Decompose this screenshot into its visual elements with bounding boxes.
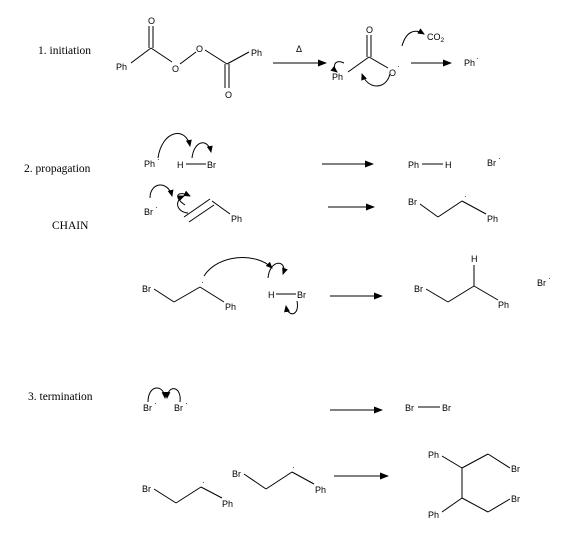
curved-arrow <box>164 388 181 403</box>
br-label: Br <box>144 207 153 217</box>
ph-label: Ph <box>144 159 155 169</box>
ph-label: Ph <box>315 485 326 495</box>
o-label: O <box>172 64 179 74</box>
br-label: Br <box>143 403 152 413</box>
br-label: Br <box>511 494 520 504</box>
radical-dot: · <box>292 463 295 472</box>
radical-dot: · <box>202 478 205 487</box>
radical-dot: · <box>397 62 400 71</box>
ph-label: Ph <box>498 300 509 310</box>
curved-arrow <box>147 387 168 403</box>
radical-dot: · <box>155 203 158 212</box>
radical-dot: · <box>157 155 160 164</box>
ph-label: Ph <box>487 214 498 224</box>
curved-arrow <box>177 190 191 206</box>
radical-dot: · <box>498 154 501 163</box>
co2-label: CO2 <box>427 32 445 44</box>
br-label: Br <box>405 403 414 413</box>
curved-arrow <box>157 133 192 159</box>
benzoyl-peroxide: Ph O O O O Ph <box>116 16 262 100</box>
o-label: O <box>196 44 203 54</box>
ph-label: Ph <box>231 214 242 224</box>
br-label: Br <box>174 403 183 413</box>
o-label: O <box>148 16 155 26</box>
br-label: Br <box>142 484 151 494</box>
br-label: Br <box>537 278 546 288</box>
benzylic-radical-2: Br · Ph <box>232 463 326 495</box>
br-label: Br <box>511 464 520 474</box>
ph-label: Ph <box>332 72 343 82</box>
br-label: Br <box>408 197 417 207</box>
coupled-dimer-product: Ph Br Ph Br <box>428 450 520 520</box>
radical-dot: · <box>154 399 157 408</box>
o-label: O <box>389 68 396 78</box>
benzylic-radical-1: Br · Ph <box>142 478 233 509</box>
br-label: Br <box>207 160 216 170</box>
br-label: Br <box>414 284 423 294</box>
bromine-molecule: Br Br <box>405 403 451 413</box>
anti-markovnikov-product: Br H Ph <box>414 254 509 310</box>
br-radical-styrene: Br · Ph <box>144 184 242 224</box>
h-label: H <box>471 254 478 264</box>
ph-label: Ph <box>408 160 419 170</box>
curved-arrow <box>401 28 425 47</box>
curved-arrow <box>177 195 189 214</box>
step-label-propagation: 2. propagation <box>24 163 91 175</box>
radical-dot: · <box>464 192 467 201</box>
curved-arrow <box>191 142 213 159</box>
heat-symbol: Δ <box>296 44 302 54</box>
o-label: O <box>225 90 232 100</box>
radical-dot: · <box>476 54 479 63</box>
chain-label: CHAIN <box>52 220 89 232</box>
ph-label: Ph <box>464 58 475 68</box>
br-label: Br <box>142 284 151 294</box>
ph-label: Ph <box>116 62 127 72</box>
ph-label: Ph <box>428 450 439 460</box>
curved-arrow <box>267 262 288 279</box>
curved-arrow <box>149 184 174 199</box>
ph-label: Ph <box>428 510 439 520</box>
benzylic-radical-product: Br · Ph <box>408 192 498 224</box>
benzene-and-br-radical: Ph H Br · <box>408 154 501 170</box>
br-radical-pair: Br · Br · <box>143 387 188 413</box>
br-label: Br <box>297 290 306 300</box>
radical-dot: · <box>548 274 551 283</box>
benzylic-radical-hbr: Br · Ph H Br <box>142 257 306 315</box>
benzoyloxy-radical: Ph O O · CO2 <box>330 25 445 87</box>
h-label: H <box>268 290 275 300</box>
curved-arrow <box>284 300 298 315</box>
curved-arrow <box>203 257 273 277</box>
curved-arrow <box>361 73 391 87</box>
h-label: H <box>177 160 184 170</box>
step-label-initiation: 1. initiation <box>38 45 91 57</box>
br-label: Br <box>232 469 241 479</box>
h-label: H <box>445 160 452 170</box>
radical-dot: · <box>201 278 204 287</box>
phenyl-radical-hbr: Ph · H Br <box>144 133 216 170</box>
ph-label: Ph <box>251 48 262 58</box>
ph-label: Ph <box>225 302 236 312</box>
br-label: Br <box>442 403 451 413</box>
curved-arrow <box>330 61 345 73</box>
ph-label: Ph <box>222 499 233 509</box>
radical-dot: · <box>185 399 188 408</box>
br-label: Br <box>487 158 496 168</box>
step-label-termination: 3. termination <box>28 391 93 403</box>
o-label: O <box>366 25 373 35</box>
